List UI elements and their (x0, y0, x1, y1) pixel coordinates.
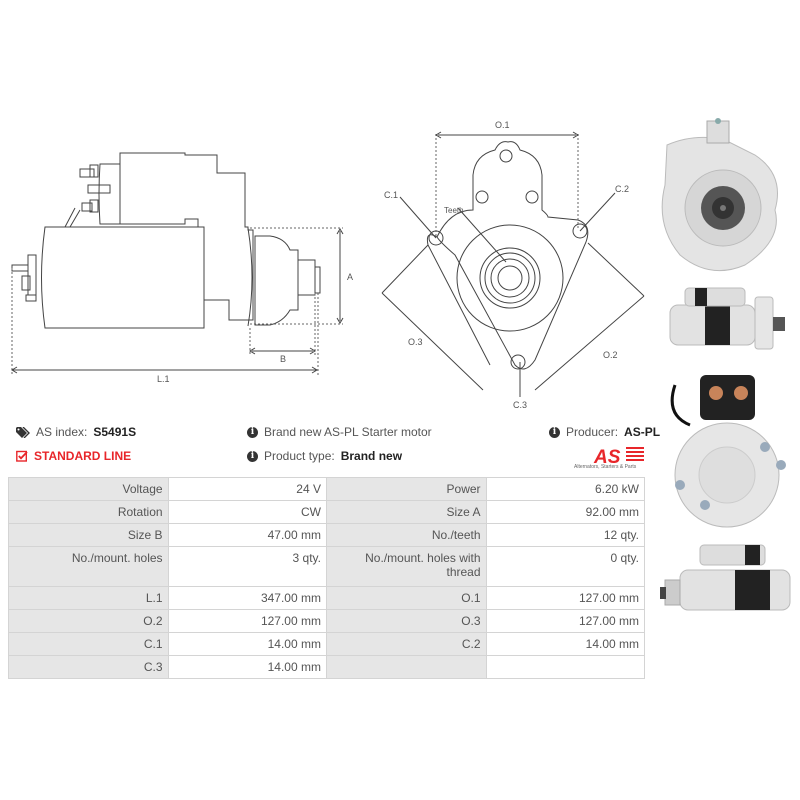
svg-text:O.2: O.2 (603, 350, 618, 360)
product-photo-side-2[interactable] (660, 540, 800, 620)
spec-label: O.3 (325, 609, 487, 633)
checkbox-check-icon (16, 450, 28, 462)
svg-text:AS: AS (593, 447, 621, 468)
spec-label: C.3 (8, 655, 169, 679)
product-photo-side-1[interactable] (660, 285, 800, 355)
logo-subtitle: Alternators, Starters & Parts (574, 464, 637, 470)
spec-value: 24 V (167, 477, 327, 501)
as-pl-logo: AS (593, 447, 644, 468)
svg-text:O.1: O.1 (495, 120, 510, 130)
svg-text:A: A (347, 272, 353, 282)
spec-label: O.1 (325, 586, 487, 610)
standard-line-badge: STANDARD LINE (16, 449, 131, 463)
producer-label: Producer: (566, 425, 619, 439)
table-row: C.1 14.00 mm C.2 14.00 mm (8, 632, 646, 656)
spec-label: No./mount. holes with thread (325, 546, 487, 587)
product-photo-front[interactable] (655, 115, 795, 280)
svg-text:C.1: C.1 (384, 190, 398, 200)
spec-value: 92.00 mm (485, 500, 646, 524)
spec-value: 14.00 mm (167, 655, 327, 679)
spec-label: Power (325, 477, 487, 501)
as-index-label: AS index: (36, 425, 88, 439)
product-type-value: Brand new (340, 449, 403, 463)
tags-icon (16, 426, 30, 438)
producer-value: AS-PL (624, 425, 661, 439)
spec-table: Voltage 24 V Power 6.20 kW Rotation CW S… (8, 477, 646, 679)
spec-label: No./teeth (325, 523, 487, 547)
spec-value: CW (167, 500, 327, 524)
spec-value (485, 655, 646, 679)
standard-line-label: STANDARD LINE (34, 449, 132, 463)
info-icon: i (247, 450, 258, 462)
spec-label (325, 655, 487, 679)
info-icon: i (247, 426, 258, 438)
table-row: Rotation CW Size A 92.00 mm (8, 500, 646, 524)
table-row: Size B 47.00 mm No./teeth 12 qty. (8, 523, 646, 547)
spec-label: Size A (325, 500, 487, 524)
svg-text:B: B (280, 354, 286, 364)
product-type-label: Product type: (264, 449, 335, 463)
spec-value: 12 qty. (485, 523, 646, 547)
svg-text:L.1: L.1 (157, 374, 170, 384)
table-row: C.3 14.00 mm (8, 655, 646, 679)
spec-value: 3 qty. (167, 546, 327, 587)
product-description: Brand new AS-PL Starter motor (264, 425, 432, 439)
as-index-line: AS index: S5491S (16, 425, 136, 439)
info-icon: i (549, 426, 560, 438)
spec-label: L.1 (8, 586, 169, 610)
svg-text:C.3: C.3 (513, 400, 527, 410)
table-row: Voltage 24 V Power 6.20 kW (8, 477, 646, 501)
spec-label: Size B (8, 523, 169, 547)
spec-label: Rotation (8, 500, 169, 524)
svg-text:O.3: O.3 (408, 337, 423, 347)
spec-value: 0 qty. (485, 546, 646, 587)
as-index-value: S5491S (93, 425, 137, 439)
spec-value: 127.00 mm (485, 586, 646, 610)
description-line: i Brand new AS-PL Starter motor (247, 425, 432, 439)
spec-value: 127.00 mm (167, 609, 327, 633)
table-row: O.2 127.00 mm O.3 127.00 mm (8, 609, 646, 633)
table-row: L.1 347.00 mm O.1 127.00 mm (8, 586, 646, 610)
spec-label: C.1 (8, 632, 169, 656)
spec-label: No./mount. holes (8, 546, 169, 587)
spec-label: Voltage (8, 477, 169, 501)
spec-value: 127.00 mm (485, 609, 646, 633)
spec-value: 14.00 mm (167, 632, 327, 656)
spec-label: C.2 (325, 632, 487, 656)
spec-value: 6.20 kW (485, 477, 646, 501)
product-photo-rear[interactable] (665, 365, 795, 530)
spec-value: 347.00 mm (167, 586, 327, 610)
front-view-diagram: O.1 C.1 C.2 C.3 Teeth O.3 O.2 (381, 120, 645, 410)
svg-text:C.2: C.2 (615, 184, 629, 194)
table-row: No./mount. holes 3 qty. No./mount. holes… (8, 546, 646, 587)
svg-text:Teeth: Teeth (444, 206, 464, 215)
spec-label: O.2 (8, 609, 169, 633)
product-type-line: i Product type: Brand new (247, 449, 402, 463)
producer-line: i Producer: AS-PL (549, 425, 660, 439)
side-view-diagram: A B L.1 (11, 152, 353, 384)
spec-value: 47.00 mm (167, 523, 327, 547)
spec-value: 14.00 mm (485, 632, 646, 656)
